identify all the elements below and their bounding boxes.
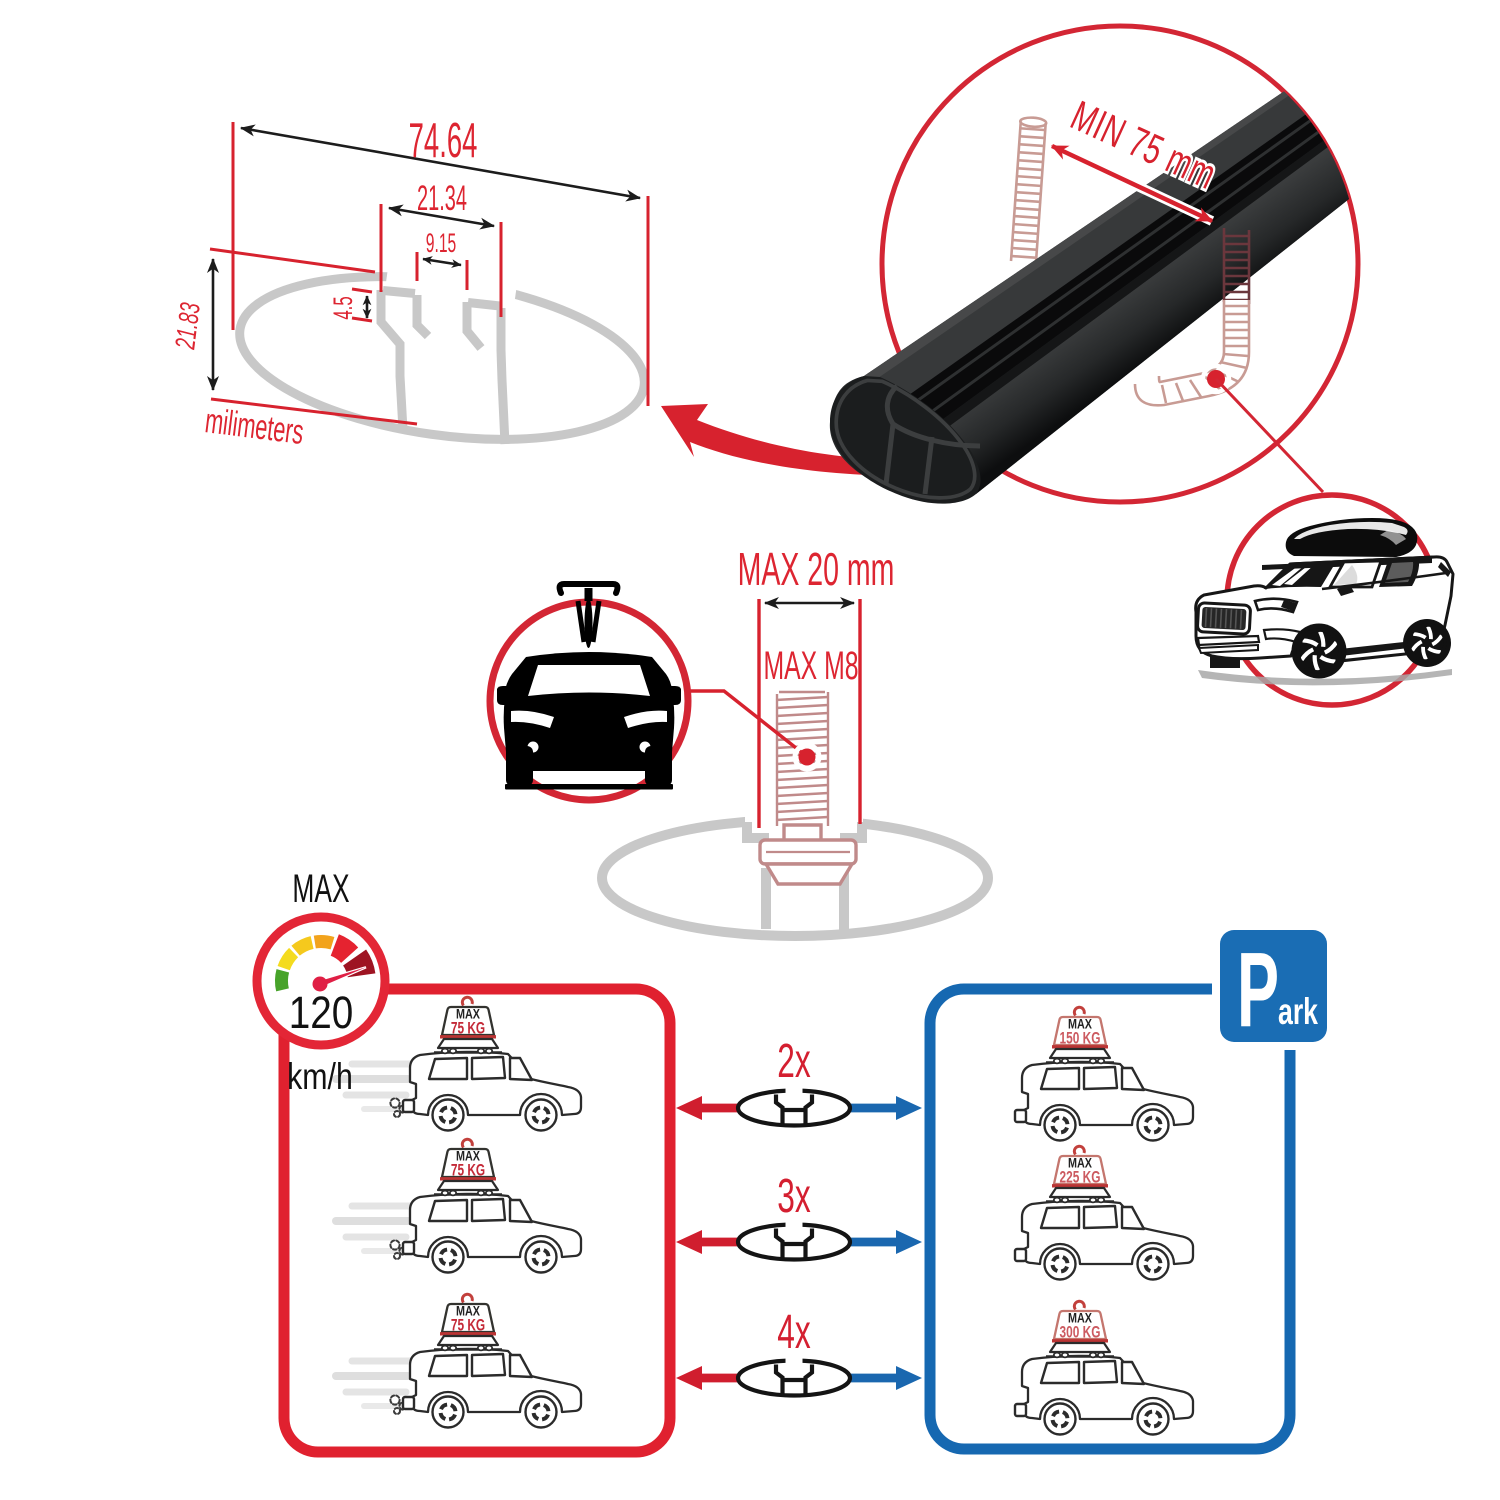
svg-text:74.64: 74.64 [409, 114, 478, 168]
svg-text:P: P [1237, 931, 1279, 1049]
svg-text:km/h: km/h [287, 1056, 353, 1098]
svg-text:MAX: MAX [1068, 1155, 1093, 1170]
svg-text:225 KG: 225 KG [1060, 1169, 1101, 1187]
svg-text:300 KG: 300 KG [1060, 1324, 1101, 1342]
svg-text:MAX: MAX [292, 867, 349, 912]
svg-text:MAX: MAX [456, 1303, 481, 1318]
svg-text:MAX: MAX [456, 1006, 481, 1021]
svg-text:MAX: MAX [1068, 1310, 1093, 1325]
svg-text:4x: 4x [777, 1304, 810, 1358]
svg-text:4.5: 4.5 [328, 296, 358, 319]
svg-text:MAX M8: MAX M8 [763, 644, 858, 688]
svg-text:75 KG: 75 KG [451, 1162, 485, 1180]
svg-text:MAX 20 mm: MAX 20 mm [738, 544, 895, 596]
svg-text:150 KG: 150 KG [1060, 1030, 1101, 1048]
svg-text:75 KG: 75 KG [451, 1020, 485, 1038]
svg-text:MAX: MAX [456, 1148, 481, 1163]
svg-text:21.34: 21.34 [417, 179, 467, 218]
svg-text:75 KG: 75 KG [451, 1317, 485, 1335]
svg-text:MAX: MAX [1068, 1016, 1093, 1031]
svg-text:21.83: 21.83 [171, 301, 207, 351]
svg-text:3x: 3x [777, 1168, 810, 1222]
svg-text:9.15: 9.15 [426, 228, 456, 259]
svg-text:120: 120 [289, 987, 354, 1037]
svg-text:2x: 2x [777, 1033, 810, 1087]
svg-text:ark: ark [1278, 991, 1318, 1032]
